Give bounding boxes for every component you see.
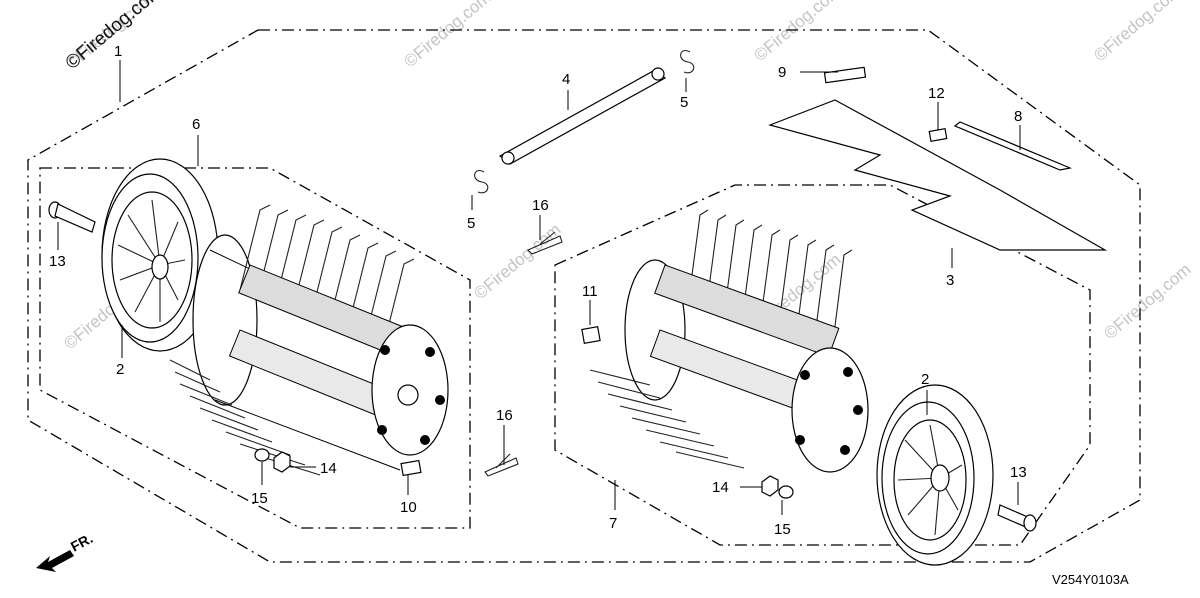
cover-plate-3 (768, 99, 1108, 251)
callout-6: 6 (192, 116, 200, 133)
callout-7: 7 (609, 515, 617, 532)
assembly-boundary-7 (554, 184, 1091, 546)
leader-lines (57, 60, 1021, 515)
watermark-right: ©Firedog.com (1100, 260, 1194, 343)
callout-13-left: 13 (49, 253, 66, 270)
right-wheel (876, 384, 994, 566)
label-12 (928, 127, 948, 143)
callout-11: 11 (582, 283, 598, 300)
assembly-boundary-6 (39, 167, 471, 529)
left-tine-reel (169, 204, 449, 476)
watermark-top-right-1: ©Firedog.com (750, 0, 844, 65)
callout-1: 1 (114, 43, 122, 60)
callout-5-top: 5 (680, 94, 688, 111)
front-arrow-icon (36, 550, 74, 572)
callout-13-right: 13 (1010, 464, 1027, 481)
clip-16-top (527, 231, 563, 255)
watermark-top-center: ©Firedog.com (400, 0, 494, 71)
watermark-mid-center: ©Firedog.com (470, 220, 564, 303)
callout-2-left: 2 (116, 361, 124, 378)
callout-14-left: 14 (320, 460, 337, 477)
s-hook-5-top (680, 50, 695, 74)
s-hook-5-left (474, 170, 489, 194)
callout-15-left: 15 (251, 490, 268, 507)
front-indicator: FR. (68, 530, 95, 555)
link-bar-4 (498, 67, 667, 165)
clip-16-bottom (484, 453, 519, 477)
diagram-code: V254Y0103A (1052, 572, 1129, 587)
right-bolt (997, 504, 1037, 532)
right-tine-reel (589, 209, 869, 473)
strip-8 (953, 121, 1073, 171)
callout-4: 4 (562, 71, 570, 88)
left-bolt (48, 201, 96, 233)
watermark-corner: ©Firedog.com (62, 0, 167, 74)
callout-8: 8 (1014, 108, 1022, 125)
callout-9: 9 (778, 64, 786, 81)
callout-10: 10 (400, 499, 417, 516)
callout-15-right: 15 (774, 521, 791, 538)
callout-3: 3 (946, 272, 954, 289)
callout-14-right: 14 (712, 479, 729, 496)
callout-12: 12 (928, 85, 945, 102)
callout-16-top: 16 (532, 197, 549, 214)
left-washer-nut (254, 448, 291, 473)
watermark-top-right-2: ©Firedog.com (1090, 0, 1184, 65)
assembly-boundary-outer (27, 29, 1141, 563)
callout-5-left: 5 (467, 215, 475, 232)
right-washer-nut (761, 475, 794, 499)
label-plate-10 (400, 459, 422, 477)
label-9 (823, 66, 867, 84)
label-plate-11 (581, 326, 601, 344)
callout-16-bottom: 16 (496, 407, 513, 424)
callout-2-right: 2 (921, 371, 929, 388)
